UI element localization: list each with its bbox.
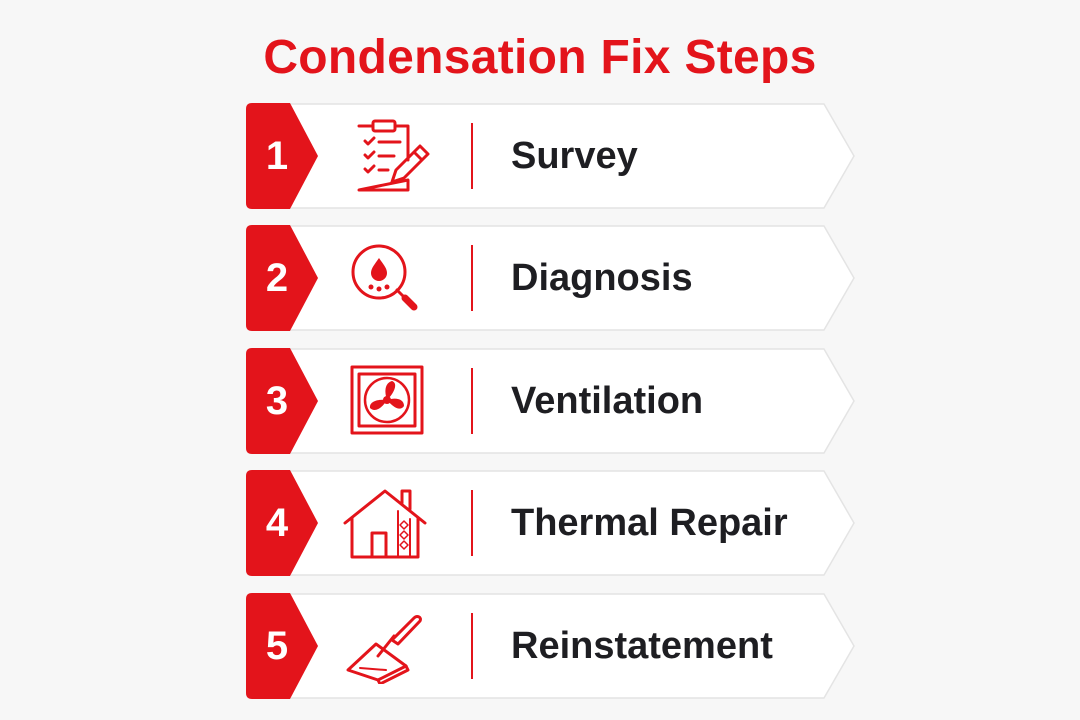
step-number: 5: [265, 624, 289, 668]
extractor-fan-icon: [350, 365, 424, 435]
step-label: Survey: [511, 135, 638, 177]
step-label: Thermal Repair: [511, 502, 788, 544]
step-4: 4 Thermal Repair: [246, 470, 856, 576]
step-5: 5 Reinstatement: [246, 593, 856, 699]
step-card: [246, 470, 855, 576]
step-1: 1 Survey: [246, 103, 856, 209]
divider: [471, 245, 473, 311]
step-number: 1: [265, 134, 289, 178]
clipboard-checklist-icon: [357, 119, 430, 192]
divider: [471, 123, 473, 189]
divider: [471, 613, 473, 679]
step-label: Diagnosis: [511, 257, 693, 299]
step-number: 3: [265, 379, 289, 423]
step-2: 2 Diagnosis: [246, 225, 856, 331]
house-insulation-icon: [343, 489, 427, 559]
step-label: Ventilation: [511, 380, 704, 422]
step-3: 3 Ventilation: [246, 348, 856, 454]
step-number: 2: [265, 256, 289, 300]
step-label: Reinstatement: [511, 625, 773, 667]
step-number: 4: [265, 501, 289, 545]
divider: [471, 368, 473, 434]
step-card: [246, 225, 855, 331]
page-title: Condensation Fix Steps: [263, 31, 817, 84]
plastering-trowel-icon: [346, 615, 422, 684]
magnifier-droplet-icon: [351, 244, 418, 311]
divider: [471, 490, 473, 556]
